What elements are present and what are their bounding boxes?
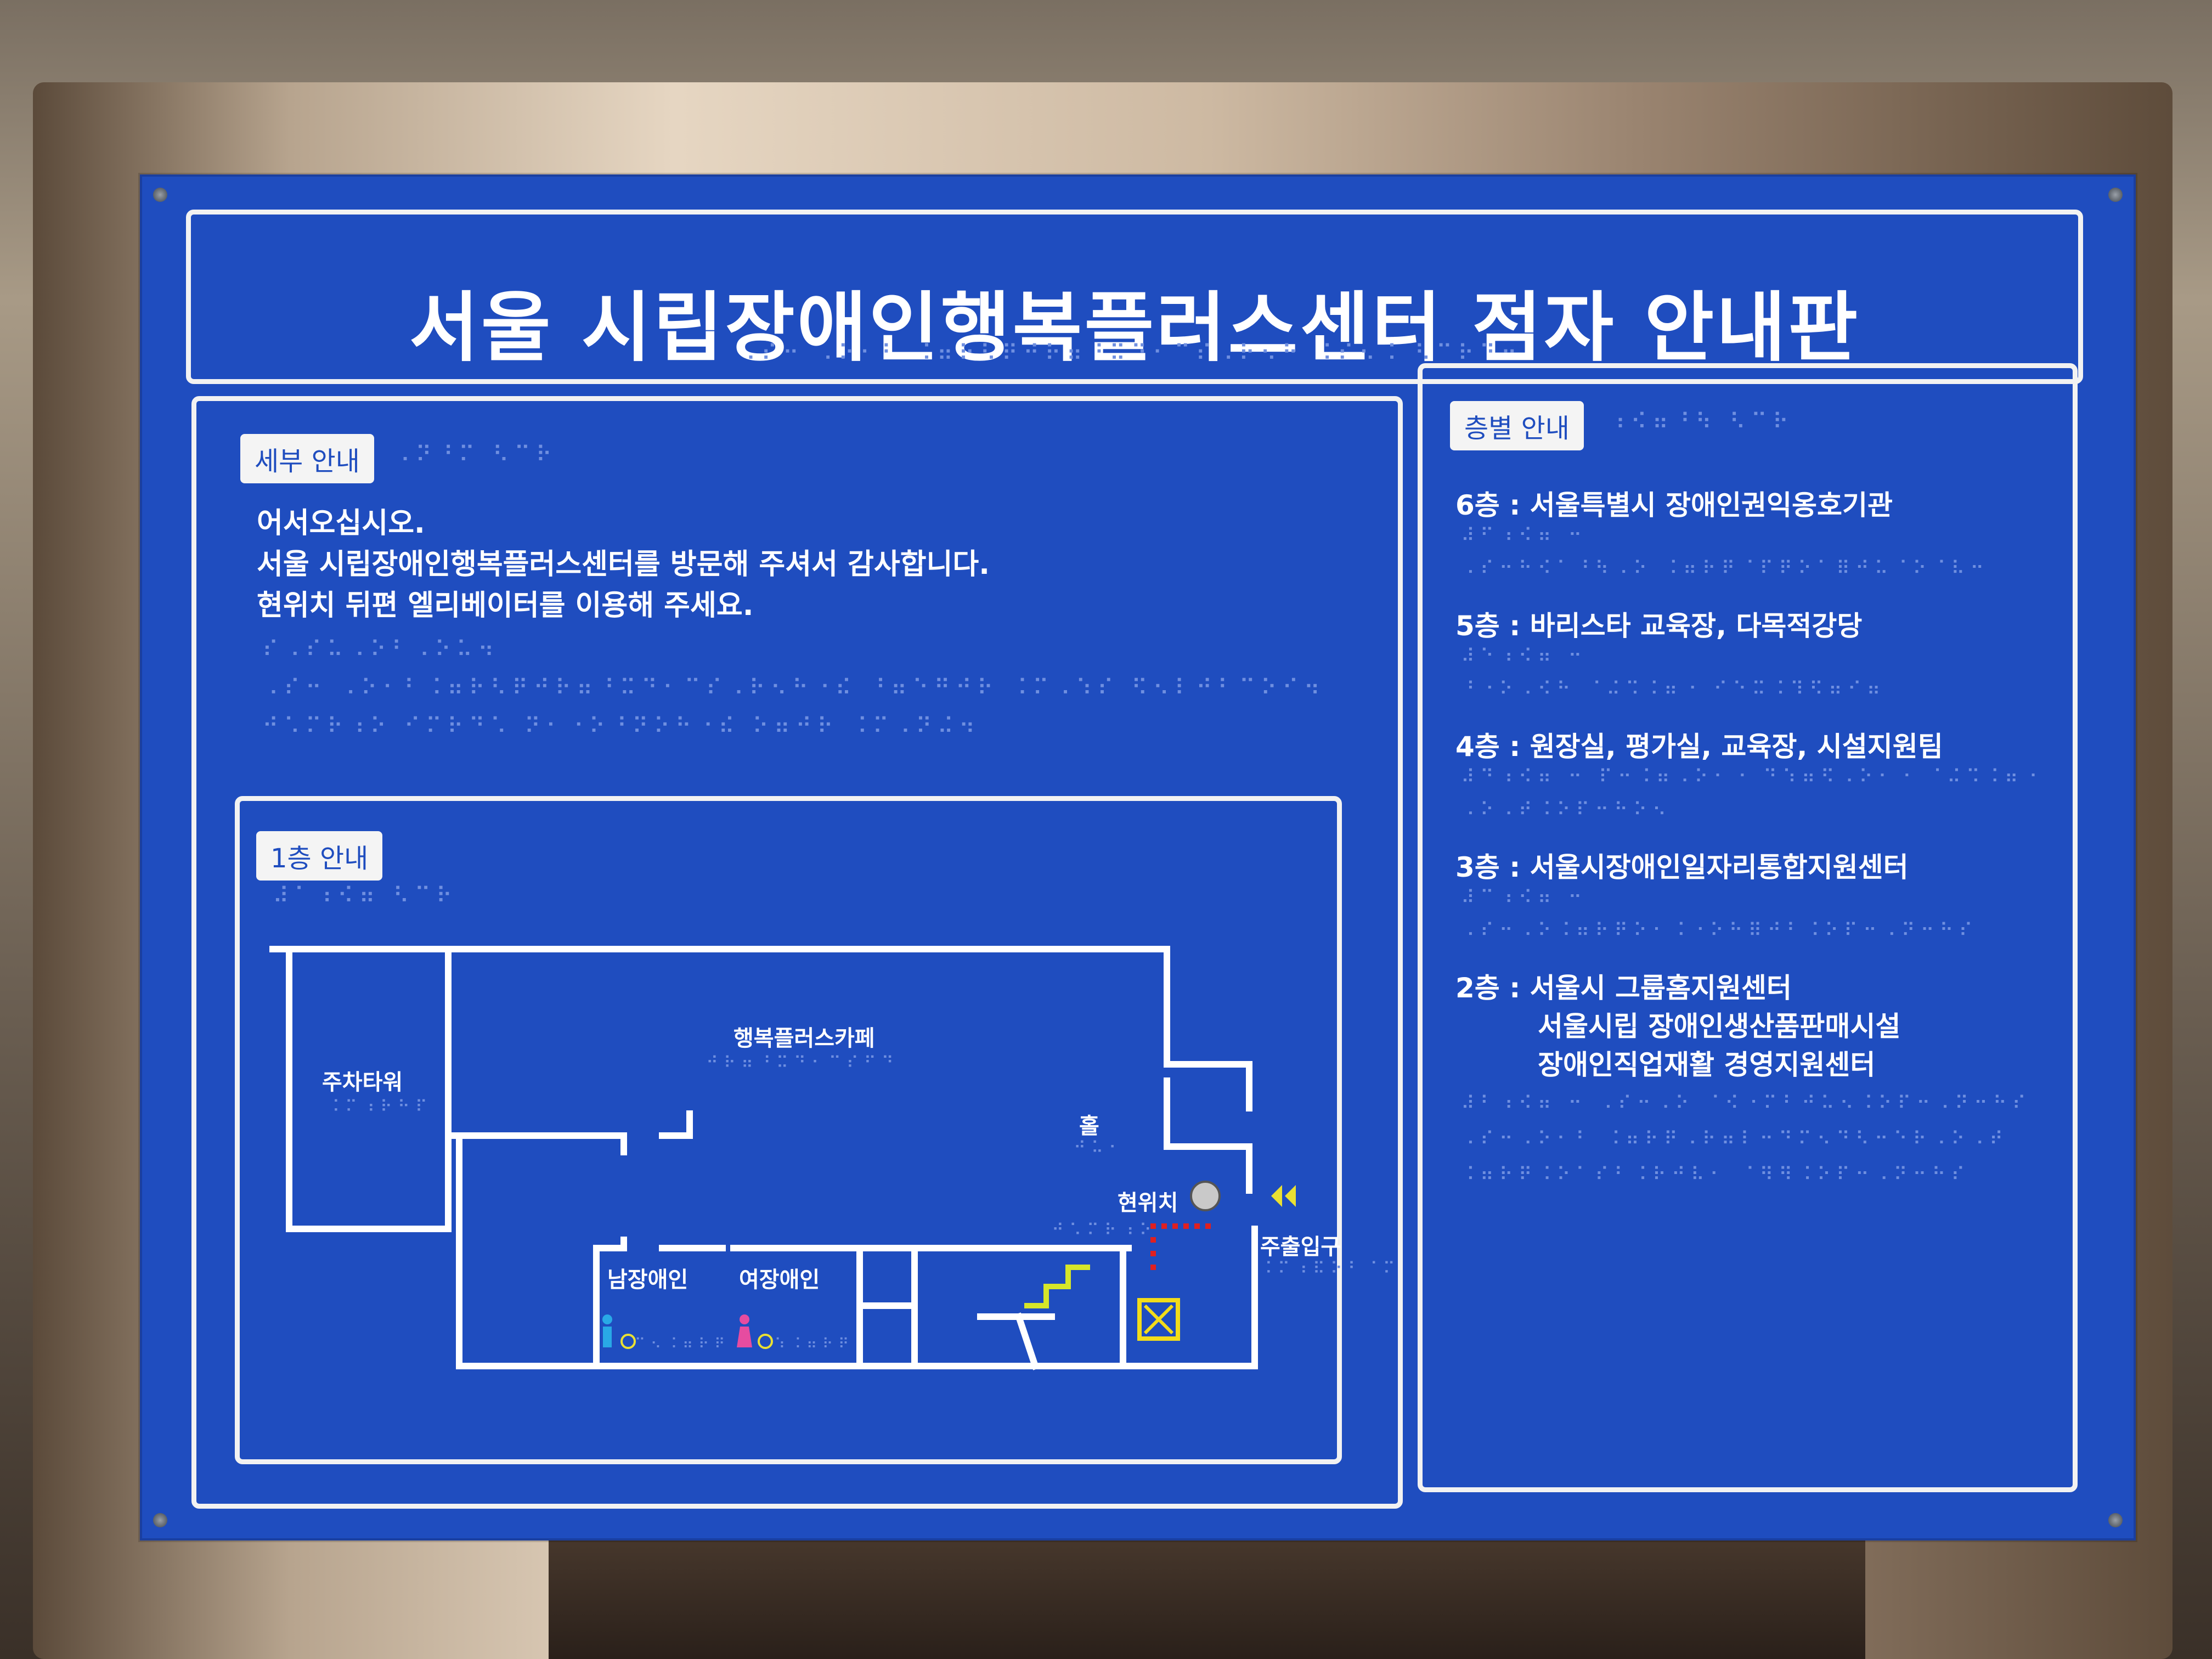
- braille-floor-6-a: ⠼⠋⠰⠪⠶ ⠒: [1461, 524, 1588, 546]
- cafe-partition: [659, 1110, 693, 1139]
- braille-floor-3-b: ⠠⠎⠒⠠⠕⠨⠶⠗⠟⠕⠂⠨⠐⠕⠓⠿⠚⠃⠨⠕⠏⠒⠠⠝⠒⠓⠎: [1461, 919, 1978, 941]
- braille-welcome-3: ⠚⠡⠍⠗⠰⠕ ⠊⠍⠗⠙⠡ ⠝⠂⠐⠕⠘⠝⠕⠓⠐⠮ ⠕⠶⠚⠗ ⠨⠍⠠⠝⠬⠲: [262, 714, 981, 739]
- braille-details-tag: ⠠⠝⠘⠍ ⠣⠉⠗: [394, 442, 557, 467]
- braille-mens: ⠉⠢⠨⠶⠗⠟: [635, 1336, 731, 1352]
- room-parking: 주차타워: [322, 1070, 403, 1095]
- elevator-icon: [1143, 1304, 1174, 1335]
- braille-floor-4-b: ⠠⠕⠠⠞⠨⠕⠏⠒⠓⠕⠢: [1461, 799, 1672, 821]
- entrance-arrow-icon: [1285, 1185, 1296, 1207]
- route-dots: [1150, 1223, 1211, 1270]
- hall-upper-wall: [1164, 1061, 1252, 1111]
- mens-accessible-icon: [602, 1314, 636, 1349]
- main-wall-bottom: [456, 1132, 1258, 1369]
- stairs-icon: [1024, 1265, 1090, 1308]
- floor-reflection: [549, 1525, 1865, 1659]
- title-frame: 서울 시립장애인행복플러스센터 점자 안내판 ⠠⠎⠒ ⠠⠕⠂⠃ ⠨⠶⠗⠣⠟⠚⠗⠶…: [186, 210, 2083, 384]
- braille-floor-5-a: ⠼⠑⠰⠪⠶ ⠒: [1461, 645, 1588, 667]
- braille-floor-2-a: ⠼⠃⠰⠪⠶ ⠒ ⠠⠎⠒⠠⠕ ⠈⠪⠐⠍⠃⠚⠥⠢⠨⠕⠏⠒⠠⠝⠒⠓⠎: [1461, 1092, 2032, 1114]
- mens-wall: [593, 1237, 627, 1369]
- braille-floor-2-c: ⠨⠶⠗⠟⠨⠕⠁⠎⠃⠨⠗⠚⠧⠂ ⠈⠻⠻⠨⠕⠏⠒⠠⠝⠒⠓⠎: [1461, 1164, 1971, 1186]
- screw-icon: [153, 1513, 167, 1527]
- braille-welcome-1: ⠎⠠⠎⠥⠠⠕⠃⠠⠕⠥⠲: [262, 637, 500, 662]
- welcome-line-1: 어서오십시오.: [257, 507, 425, 540]
- hall-wall: [1164, 1077, 1252, 1194]
- floors-tag: 층별 안내: [1450, 401, 1584, 450]
- floor-3-label: 3층 : 서울시장애인일자리통합지원센터: [1455, 851, 1909, 883]
- floor1-frame: 1층 안내 ⠼⠁⠰⠪⠶ ⠣⠉⠗: [235, 796, 1395, 1464]
- braille-parking: ⠨⠍⠰⠗⠓⠏: [328, 1097, 433, 1116]
- room-hall: 홀: [1079, 1114, 1099, 1139]
- braille-cafe: ⠚⠗⠶⠘⠭⠙⠂⠉⠎⠋⠙: [706, 1053, 899, 1073]
- welcome-line-2: 서울 시립장애인행복플러스센터를 방문해 주셔서 감사합니다.: [257, 548, 990, 581]
- stair-ramp: [1014, 1312, 1040, 1370]
- braille-guide-board: 서울 시립장애인행복플러스센터 점자 안내판 ⠠⠎⠒ ⠠⠕⠂⠃ ⠨⠶⠗⠣⠟⠚⠗⠶…: [140, 174, 2136, 1541]
- screw-icon: [153, 188, 167, 202]
- braille-floor-5-b: ⠘⠐⠕⠠⠪⠓ ⠈⠬⠩⠨⠶⠐ ⠊⠑⠭⠨⠹⠫⠶⠊⠶: [1461, 678, 1886, 700]
- braille-floors-tag: ⠰⠪⠶⠘⠳ ⠣⠉⠗: [1609, 409, 1795, 435]
- details-tag: 세부 안내: [240, 434, 374, 483]
- room-cafe: 행복플러스카페: [733, 1026, 875, 1051]
- braille-floor-2-b: ⠠⠎⠒⠠⠕⠂⠃ ⠨⠶⠗⠟⠠⠗⠶⠇⠒⠙⠍⠢⠙⠣⠒⠑⠗⠠⠕⠠⠞: [1461, 1128, 2009, 1150]
- braille-floor1-tag: ⠼⠁⠰⠪⠶ ⠣⠉⠗: [273, 883, 458, 909]
- board-title: 서울 시립장애인행복플러스센터 점자 안내판: [409, 284, 1860, 372]
- floor-4-label: 4층 : 원장실, 평가실, 교육장, 시설지원팀: [1455, 731, 1943, 763]
- label-current-location: 현위치: [1118, 1190, 1178, 1216]
- parking-wall: [269, 946, 452, 1232]
- braille-welcome-2: ⠠⠎⠒ ⠠⠕⠂⠃⠨⠶⠗⠣⠟⠚⠗⠶⠘⠭⠙⠂⠉⠎⠠⠗⠢⠓⠐⠮ ⠘⠶⠑⠛⠚⠗ ⠨⠍⠠⠱…: [262, 675, 1325, 701]
- current-location-icon: [1190, 1181, 1221, 1211]
- floor-6-label: 6층 : 서울특별시 장애인권익옹호기관: [1455, 489, 1893, 521]
- main-wall-top: [445, 946, 1170, 1068]
- braille-title: ⠠⠎⠒ ⠠⠕⠂⠃ ⠨⠶⠗⠣⠟⠚⠗⠶⠘⠭⠙⠂⠉⠎⠠⠗⠢⠓ ⠨⠎⠢⠨ ⠣⠉⠗⠙⠒: [740, 341, 1522, 366]
- floors-frame: 층별 안내 ⠰⠪⠶⠘⠳ ⠣⠉⠗ 6층 : 서울특별시 장애인권익옹호기관 ⠼⠋⠰…: [1418, 363, 2078, 1492]
- details-frame: 세부 안내 ⠠⠝⠘⠍ ⠣⠉⠗ 어서오십시오. 서울 시립장애인행복플러스센터를 …: [191, 396, 1403, 1509]
- womens-accessible-icon: [737, 1314, 773, 1349]
- braille-current: ⠚⠡⠍⠗⠰⠕: [1052, 1221, 1157, 1240]
- screw-icon: [2108, 188, 2123, 202]
- floor-2-label: 2층 : 서울시 그룹홈지원센터: [1455, 972, 1792, 1004]
- braille-hall: ⠚⠥⠂: [1074, 1138, 1126, 1158]
- screw-icon: [2108, 1513, 2123, 1527]
- braille-floor-6-b: ⠠⠎⠒⠓⠪⠁⠘⠳⠠⠕ ⠨⠶⠗⠟⠈⠏⠟⠕⠁⠿⠚⠥⠈⠕⠈⠧⠒: [1461, 557, 1990, 579]
- entrance-arrow-icon: [1271, 1185, 1282, 1207]
- welcome-line-3: 현위치 뒤편 엘리베이터를 이용해 주세요.: [257, 589, 754, 622]
- braille-floor-3-a: ⠼⠉⠰⠪⠶ ⠒: [1461, 887, 1588, 909]
- braille-entrance: ⠨⠍⠰⠯⠕⠃⠈⠍: [1260, 1259, 1401, 1278]
- floor1-tag: 1층 안내: [256, 831, 383, 881]
- braille-floor-4-a: ⠼⠙⠰⠪⠶ ⠒ ⠏⠒⠨⠶⠠⠕⠂⠐ ⠙⠱⠶⠫⠠⠕⠂⠐ ⠈⠬⠩⠨⠶⠐: [1461, 766, 2043, 788]
- room-womens-restroom: 여장애인: [739, 1267, 820, 1293]
- floor-5-label: 5층 : 바리스타 교육장, 다목적강당: [1455, 610, 1863, 642]
- floor1-map: [269, 946, 1296, 1370]
- room-mens-restroom: 남장애인: [607, 1267, 689, 1293]
- braille-womens: ⠱⠨⠶⠗⠟: [775, 1336, 855, 1352]
- floor-2-line-3: 장애인직업재활 경영지원센터: [1538, 1049, 1876, 1081]
- floor-2-line-2: 서울시립 장애인생산품판매시설: [1538, 1011, 1901, 1042]
- label-entrance: 주출입구: [1260, 1234, 1341, 1260]
